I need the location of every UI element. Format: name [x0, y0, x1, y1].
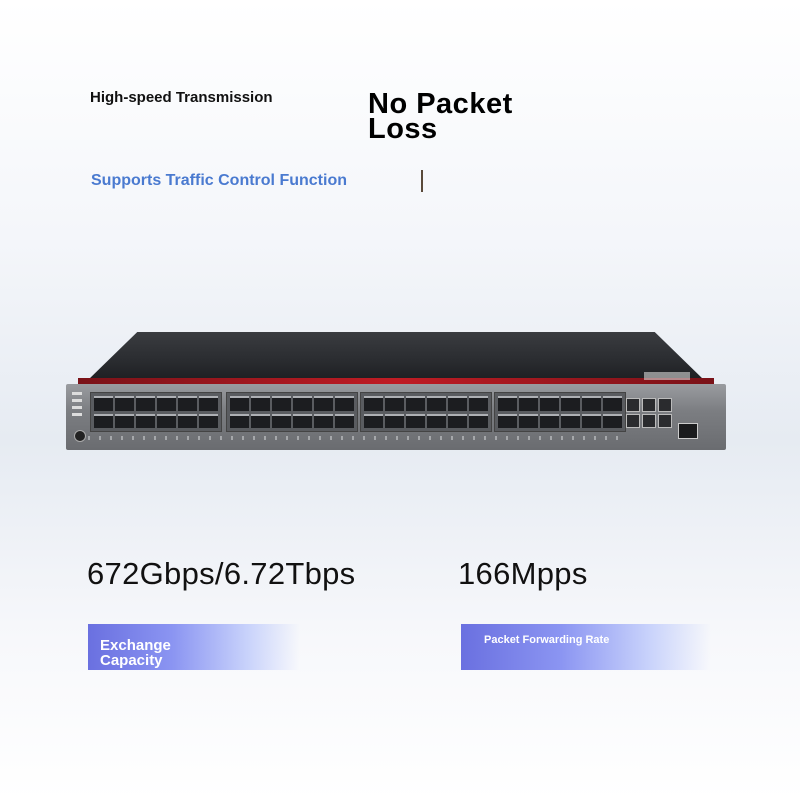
switch-red-stripe [78, 378, 714, 384]
switch-logo-plate [644, 372, 690, 380]
ethernet-port-group-1 [90, 392, 222, 432]
switch-top-panel [88, 332, 704, 380]
port-number-labels [88, 436, 618, 440]
led-icon [72, 392, 82, 395]
sfp-port-group [626, 398, 672, 428]
forwarding-rate-card: Packet Forwarding Rate [461, 624, 711, 670]
status-leds [72, 392, 86, 426]
ethernet-port-group-4 [494, 392, 626, 432]
headline-high-speed: High-speed Transmission [90, 89, 273, 106]
forwarding-rate-value: 166Mpps [458, 556, 588, 591]
led-icon [72, 406, 82, 409]
forwarding-rate-label: Packet Forwarding Rate [484, 634, 610, 646]
ethernet-port-group-2 [226, 392, 358, 432]
ethernet-port-group-3 [360, 392, 492, 432]
text-cursor-mark [421, 170, 423, 192]
switch-front-panel [66, 384, 726, 450]
exchange-capacity-value: 672Gbps/6.72Tbps [87, 556, 356, 591]
network-switch-image [66, 328, 726, 458]
exchange-capacity-label: Exchange Capacity [100, 637, 171, 669]
led-icon [72, 413, 82, 416]
headline-no-packet-loss: No Packet Loss [368, 88, 513, 145]
console-port-icon [678, 423, 698, 439]
headline-traffic-control: Supports Traffic Control Function [91, 172, 347, 189]
led-icon [72, 399, 82, 402]
exchange-capacity-card: Exchange Capacity [88, 624, 300, 670]
power-button-icon [74, 430, 86, 442]
